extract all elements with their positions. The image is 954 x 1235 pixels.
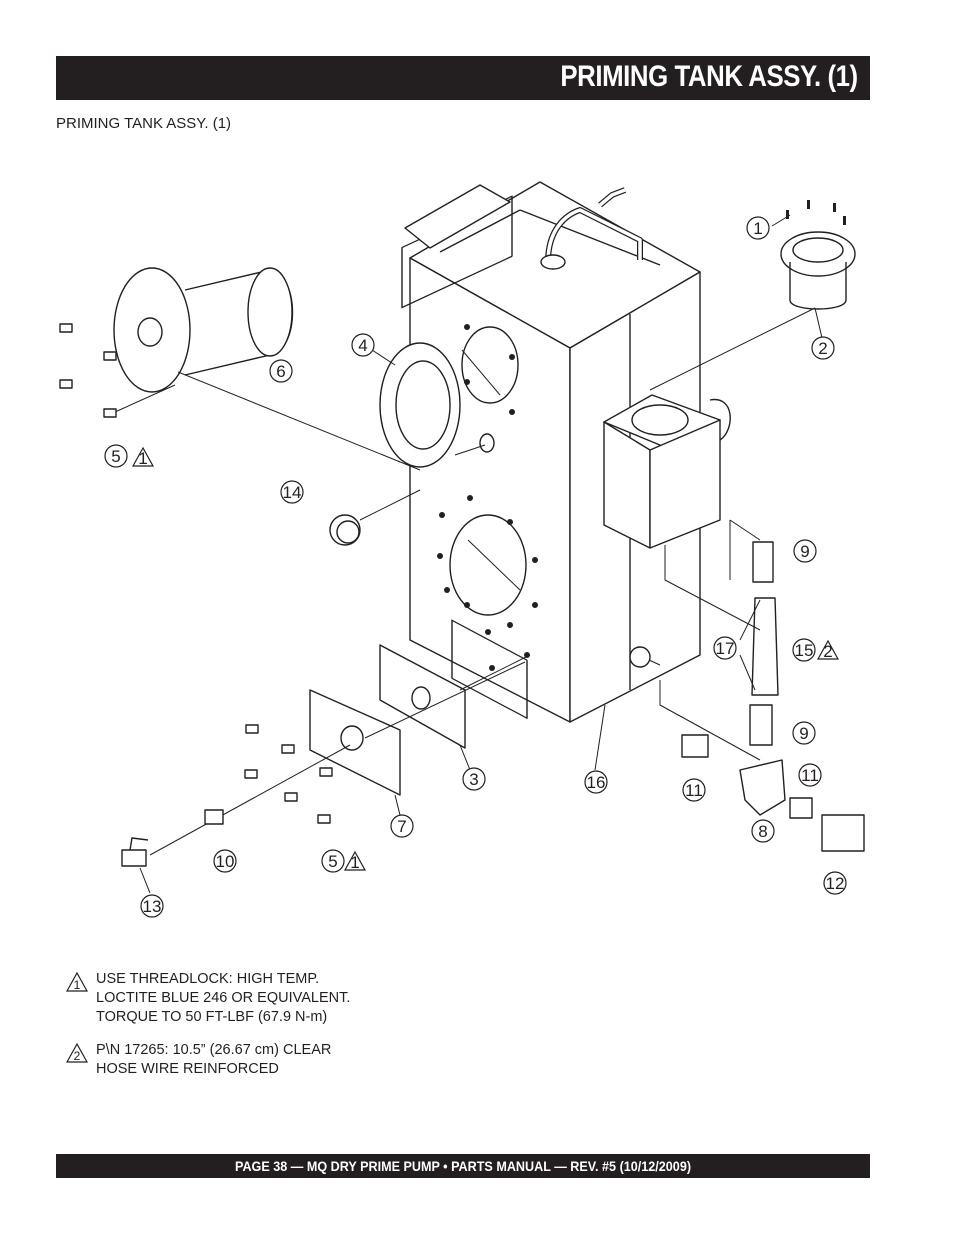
callout-6: 6 <box>276 362 285 381</box>
callout-5-top: 5 <box>111 447 120 466</box>
callout-4: 4 <box>358 336 367 355</box>
notes-section: 1 USE THREADLOCK: HIGH TEMP. LOCTITE BLU… <box>66 970 350 1093</box>
footer-bar: PAGE 38 — MQ DRY PRIME PUMP • PARTS MANU… <box>56 1154 870 1178</box>
callout-9-bottom: 9 <box>799 724 808 743</box>
callout-3: 3 <box>469 770 478 789</box>
hose-assembly <box>629 519 865 852</box>
callout-5-top-note-marker: 1 <box>138 449 147 468</box>
part-1-screws <box>786 200 846 225</box>
svg-text:1: 1 <box>74 978 81 992</box>
callout-11-left: 11 <box>685 781 703 800</box>
page-title: PRIMING TANK ASSY. (1) <box>560 60 859 93</box>
callout-15: 15 <box>795 641 814 660</box>
callout-9-top: 9 <box>800 542 809 561</box>
note-1-triangle-icon: 1 <box>66 972 88 992</box>
diagram-subtitle: PRIMING TANK ASSY. (1) <box>56 115 232 132</box>
callout-8: 8 <box>758 822 767 841</box>
note-1-line-1: USE THREADLOCK: HIGH TEMP. <box>96 971 320 987</box>
callout-17: 17 <box>716 639 735 658</box>
callout-11-right: 11 <box>801 766 819 785</box>
note-1-line-2: LOCTITE BLUE 246 OR EQUIVALENT. <box>96 990 351 1006</box>
callout-5-bottom: 5 <box>328 852 337 871</box>
title-bar: PRIMING TANK ASSY. (1) <box>56 56 870 100</box>
callout-14: 14 <box>283 483 302 502</box>
part-2-cover <box>649 231 856 391</box>
note-2-line-2: HOSE WIRE REINFORCED <box>96 1061 279 1077</box>
svg-text:2: 2 <box>74 1049 81 1063</box>
part-3-plate <box>379 644 531 749</box>
callout-2: 2 <box>818 339 827 358</box>
part-7-flange-plate <box>149 661 526 856</box>
part-13-valve <box>121 837 149 867</box>
callout-16: 16 <box>587 773 606 792</box>
callout-7: 7 <box>397 817 406 836</box>
loose-screws <box>59 323 333 824</box>
callout-5-bottom-note-marker: 1 <box>350 853 359 872</box>
callout-13: 13 <box>143 897 162 916</box>
callout-1: 1 <box>753 219 762 238</box>
part-4-gasket <box>379 342 495 468</box>
part-14-plug <box>329 489 421 546</box>
priming-tank <box>603 394 731 549</box>
callout-10: 10 <box>216 852 235 871</box>
note-2-line-1: P\N 17265: 10.5” (26.67 cm) CLEAR <box>96 1042 332 1058</box>
note-1-line-3: TORQUE TO 50 FT-LBF (67.9 N-m) <box>96 1009 328 1025</box>
note-2: 2 P\N 17265: 10.5” (26.67 cm) CLEAR HOSE… <box>66 1041 350 1079</box>
callout-15-note-marker: 2 <box>823 642 832 661</box>
part-6-flange <box>113 267 421 471</box>
leader-lines <box>139 214 823 894</box>
footer-text: PAGE 38 — MQ DRY PRIME PUMP • PARTS MANU… <box>234 1158 692 1174</box>
note-2-triangle-icon: 2 <box>66 1043 88 1063</box>
part-10-nipple <box>204 809 224 825</box>
callout-12: 12 <box>826 874 845 893</box>
note-1: 1 USE THREADLOCK: HIGH TEMP. LOCTITE BLU… <box>66 970 350 1027</box>
